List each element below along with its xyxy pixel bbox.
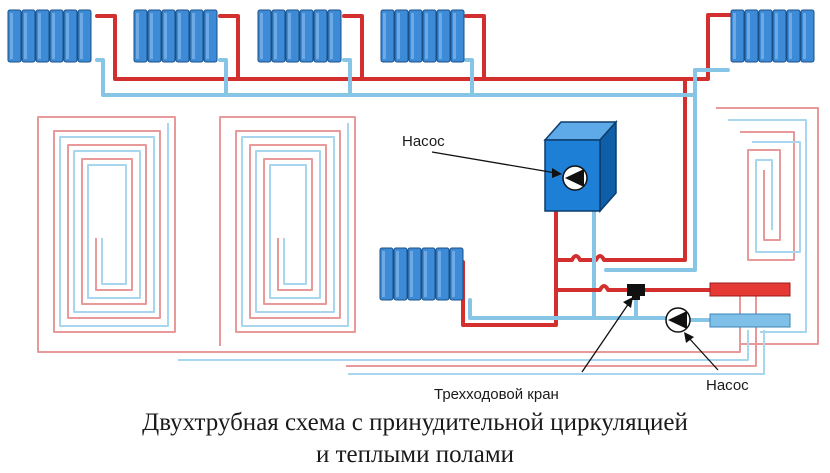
- supply-manifold: [709, 282, 791, 297]
- three-way-valve[interactable]: [627, 284, 645, 300]
- radiator-3: [257, 9, 342, 63]
- radiator-2: [133, 9, 218, 63]
- caption-line-1: Двухтрубная схема с принудительной цирку…: [142, 409, 688, 436]
- boiler: [543, 120, 618, 213]
- floor-pump-icon: [665, 307, 691, 333]
- floor-loop-2: [219, 116, 356, 346]
- boiler-pump-icon: [562, 165, 588, 191]
- pump-top-arrow: [431, 151, 562, 178]
- radiator-1: [7, 9, 92, 63]
- radiator-4: [380, 9, 465, 63]
- radiator-6: [379, 247, 464, 301]
- valve-label: Трехходовой кран: [434, 386, 559, 403]
- pump-bottom-label: Насос: [706, 377, 749, 394]
- caption-line-2: и теплыми полами: [316, 441, 514, 468]
- radiator-5: [730, 9, 815, 63]
- pump-top-label: Насос: [402, 133, 445, 150]
- floor-loop-3: [716, 107, 819, 345]
- pump-bottom-arrow: [684, 332, 719, 371]
- floor-loop-1: [37, 116, 176, 346]
- return-manifold: [709, 313, 791, 328]
- valve-arrow: [581, 297, 633, 373]
